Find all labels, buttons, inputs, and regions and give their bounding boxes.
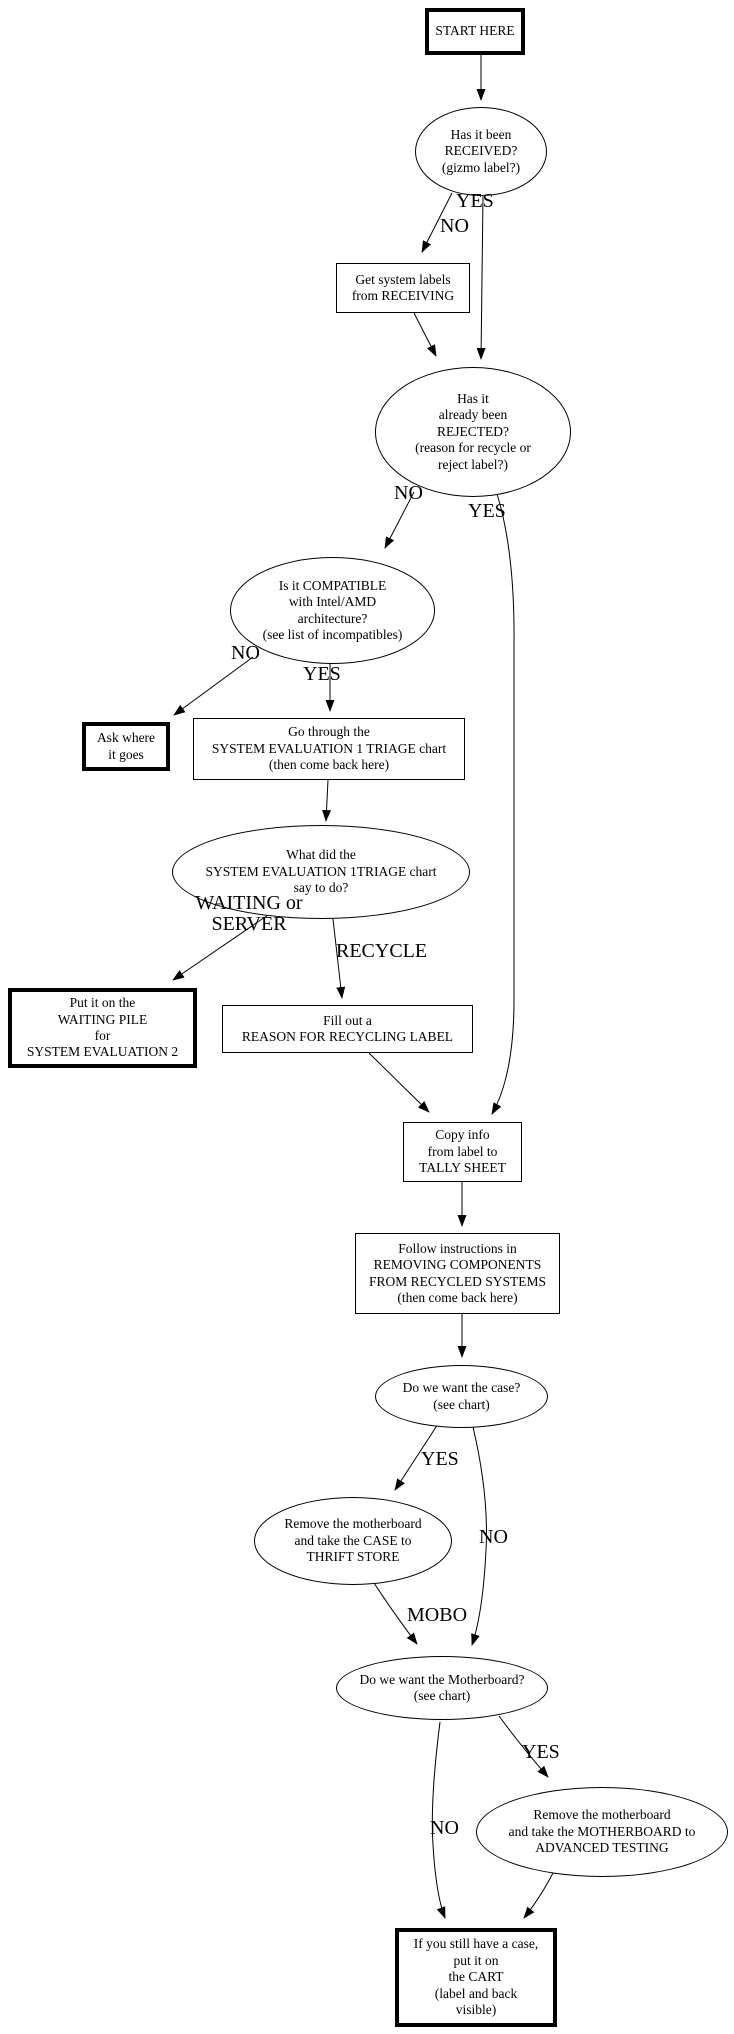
edge-label-mobo-yes: YES	[522, 1741, 560, 1763]
edge-label-mobo: MOBO	[407, 1604, 468, 1626]
flow-node-compatible-question: Is it COMPATIBLE with Intel/AMD architec…	[230, 557, 435, 664]
flow-node-start-label: START HERE	[435, 23, 515, 39]
edge-whatdid-waiting	[172, 914, 269, 981]
flow-node-rejected-label: Has it already been REJECTED? (reason fo…	[415, 390, 531, 472]
flow-node-want-case-label: Do we want the case? (see chart)	[402, 1380, 521, 1412]
flow-node-ask-where: Ask where it goes	[82, 722, 170, 771]
flow-node-waiting-pile-label: Put it on the WAITING PILE for SYSTEM EV…	[26, 995, 179, 1060]
edge-triage-whatdid	[322, 779, 332, 822]
edge-label-mobo-no: NO	[430, 1817, 459, 1839]
flow-node-copy-info: Copy info from label to TALLY SHEET	[403, 1122, 522, 1182]
edge-rejected-yes	[491, 493, 515, 1115]
edge-label-rejected-yes: YES	[468, 500, 506, 522]
edge-label-case-yes: YES	[421, 1448, 459, 1470]
edge-getlabels-rejected	[413, 312, 437, 357]
edge-received-no	[421, 192, 453, 253]
edge-mobotesting-cart	[523, 1872, 554, 1919]
edge-label-compatible-no: NO	[231, 642, 260, 664]
edge-received-yes	[476, 195, 486, 360]
flow-node-waiting-pile: Put it on the WAITING PILE for SYSTEM EV…	[8, 988, 197, 1068]
edge-wantmobo-yes	[498, 1715, 549, 1778]
flow-node-ask-where-label: Ask where it goes	[96, 730, 156, 762]
flow-node-want-mobo-question: Do we want the Motherboard? (see chart)	[336, 1656, 548, 1720]
flow-node-received-question: Has it been RECEIVED? (gizmo label?)	[415, 107, 547, 196]
flow-node-follow-instructions: Follow instructions in REMOVING COMPONEN…	[355, 1233, 560, 1314]
edge-label-compatible-yes: YES	[303, 663, 341, 685]
flow-node-what-did-question: What did the SYSTEM EVALUATION 1TRIAGE c…	[172, 825, 470, 919]
flow-node-follow-instructions-label: Follow instructions in REMOVING COMPONEN…	[368, 1240, 547, 1305]
flow-node-rejected-question: Has it already been REJECTED? (reason fo…	[375, 367, 571, 497]
edge-fillout-copyinfo	[368, 1052, 430, 1113]
flow-node-want-mobo-label: Do we want the Motherboard? (see chart)	[359, 1671, 525, 1703]
edge-casethrift-mobo	[373, 1582, 418, 1645]
edge-label-received-no: NO	[440, 215, 469, 237]
flow-node-what-did-label: What did the SYSTEM EVALUATION 1TRIAGE c…	[205, 847, 437, 896]
edge-label-received-yes: YES	[456, 190, 494, 212]
edge-compatible-no	[173, 656, 254, 716]
flow-node-case-thrift-store-label: Remove the motherboard and take the CASE…	[284, 1516, 422, 1565]
edge-label-rejected-no: NO	[394, 482, 423, 504]
flow-node-cart: If you still have a case, put it on the …	[395, 1928, 557, 2027]
flow-node-get-labels: Get system labels from RECEIVING	[336, 263, 470, 313]
flow-node-mobo-advanced-testing: Remove the motherboard and take the MOTH…	[476, 1787, 728, 1877]
flow-node-case-thrift-store: Remove the motherboard and take the CASE…	[254, 1497, 452, 1585]
flow-node-fill-out-label: Fill out a REASON FOR RECYCLING LABEL	[222, 1005, 473, 1053]
edge-rejected-no	[384, 491, 415, 549]
edge-wantmobo-no	[431, 1721, 446, 1919]
flow-node-get-labels-label: Get system labels from RECEIVING	[351, 271, 455, 303]
edge-wantcase-no	[471, 1426, 487, 1646]
edge-label-case-no: NO	[479, 1526, 508, 1548]
flow-node-compatible-label: Is it COMPATIBLE with Intel/AMD architec…	[262, 577, 403, 642]
flow-node-start: START HERE	[425, 8, 525, 55]
flow-node-fill-out-label-text: Fill out a REASON FOR RECYCLING LABEL	[241, 1012, 454, 1044]
flow-node-copy-info-label: Copy info from label to TALLY SHEET	[419, 1127, 506, 1176]
edge-whatdid-recycle	[332, 918, 346, 999]
flow-node-triage-chart: Go through the SYSTEM EVALUATION 1 TRIAG…	[193, 718, 465, 780]
flow-node-cart-label: If you still have a case, put it on the …	[413, 1936, 539, 2018]
edge-label-waiting-or-server: WAITING or SERVER	[195, 892, 303, 935]
flow-node-mobo-advanced-testing-label: Remove the motherboard and take the MOTH…	[508, 1807, 696, 1856]
flow-node-want-case-question: Do we want the case? (see chart)	[375, 1365, 548, 1428]
flow-node-triage-chart-label: Go through the SYSTEM EVALUATION 1 TRIAG…	[211, 724, 447, 773]
edge-wantcase-yes	[394, 1423, 439, 1491]
flow-node-received-label: Has it been RECEIVED? (gizmo label?)	[441, 126, 521, 175]
edge-label-recycle: RECYCLE	[336, 940, 428, 962]
